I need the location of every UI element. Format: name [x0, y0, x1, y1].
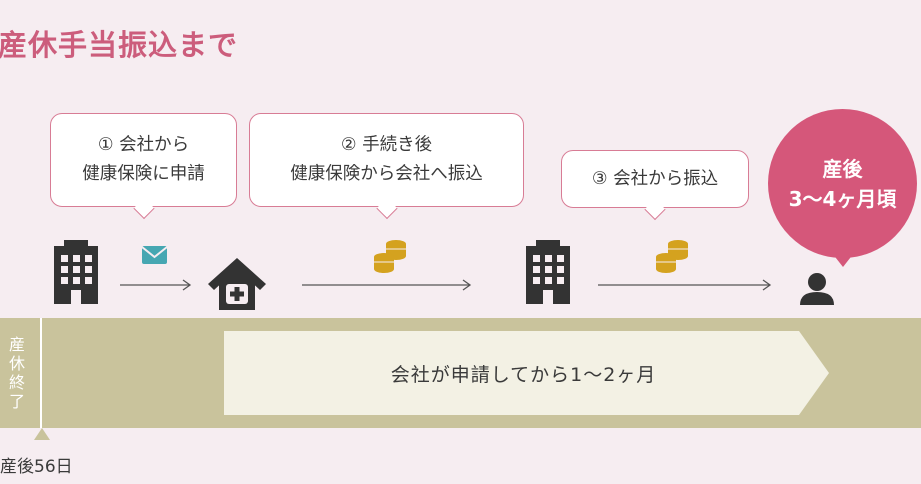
vertical-char: 了 — [8, 392, 25, 412]
timeline-marker-icon — [34, 428, 50, 440]
step-1-line-1: ① 会社から — [97, 135, 190, 156]
health-insurance-house-icon — [208, 258, 266, 310]
flow-icons-layer — [54, 240, 834, 310]
step-2-line-2: 健康保険から会社へ振込 — [290, 164, 483, 184]
timeline-divider — [40, 318, 42, 428]
coins-icon — [374, 240, 406, 273]
flow-arrow — [120, 279, 192, 291]
page-title: 産休手当振込まで — [0, 28, 239, 62]
step-1-bubble: ① 会社から 健康保険に申請 — [50, 113, 237, 207]
duration-arrow-banner: 会社が申請してから1〜2ヶ月 — [224, 331, 829, 415]
company-building-icon — [526, 240, 570, 304]
vertical-char: 産 — [8, 334, 25, 354]
person-icon — [800, 273, 834, 305]
envelope-icon — [141, 246, 168, 264]
postpartum-day-caption: 産後56日 — [0, 457, 73, 477]
flow-arrow — [302, 279, 472, 291]
coins-icon — [656, 240, 688, 273]
flow-arrow — [598, 279, 772, 291]
step-3-line-1: ③ 会社から振込 — [591, 168, 719, 189]
circle-line-1: 産後 — [822, 156, 863, 181]
step-2-line-1: ② 手続き後 — [340, 135, 433, 156]
step-2-bubble: ② 手続き後 健康保険から会社へ振込 — [249, 113, 524, 207]
step-3-bubble: ③ 会社から振込 — [561, 150, 749, 208]
vertical-char: 休 — [8, 353, 25, 373]
payment-timing-circle: 産後 3〜4ヶ月頃 — [768, 109, 917, 258]
circle-line-2: 3〜4ヶ月頃 — [788, 186, 897, 211]
step-1-line-2: 健康保険に申請 — [82, 164, 205, 184]
vertical-char: 終 — [8, 373, 25, 392]
leave-end-vertical-label: 産 休 終 了 — [0, 318, 34, 428]
duration-text: 会社が申請してから1〜2ヶ月 — [390, 363, 657, 386]
company-building-icon — [54, 240, 98, 304]
